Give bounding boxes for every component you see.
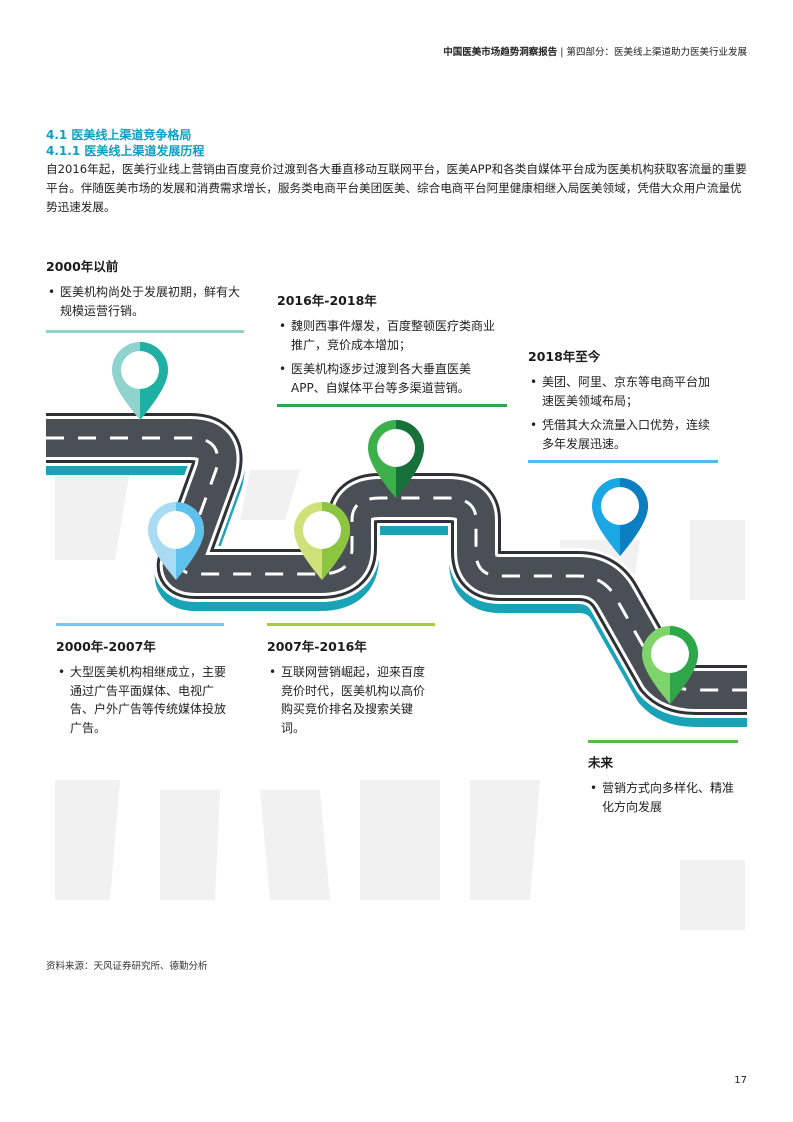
- milestone-period: 2007年-2016年: [267, 639, 367, 654]
- intro-paragraph: 自2016年起，医美行业线上营销由百度竞价过渡到各大垂直移动互联网平台，医美AP…: [46, 162, 747, 214]
- milestone-point: 医美机构逐步过渡到各大垂直医美APP、自媒体平台等多渠道营销。: [277, 360, 505, 397]
- milestone-point: 美团、阿里、京东等电商平台加速医美领域布局；: [528, 373, 718, 410]
- pin-2018-now: [592, 478, 648, 556]
- milestone-point: 大型医美机构相继成立，主要通过广告平面媒体、电视广告、户外广告等传统媒体投放广告…: [56, 663, 226, 737]
- milestone-bar-2018-now: [528, 460, 718, 463]
- report-title: 中国医美市场趋势洞察报告: [443, 47, 558, 58]
- header-section: 第四部分：医美线上渠道助力医美行业发展: [566, 47, 747, 58]
- source-note: 资料来源：天风证券研究所、德勤分析: [46, 961, 208, 972]
- milestone-period: 2000年-2007年: [56, 639, 156, 654]
- milestone-bar-2007-2016: [267, 623, 435, 626]
- milestone-period: 2018年至今: [528, 349, 601, 364]
- milestone-bar-2000-before: [46, 330, 244, 333]
- milestone-point: 互联网营销崛起，迎来百度竞价时代，医美机构以高价购买竞价排名及搜索关键词。: [267, 663, 435, 737]
- milestone-point: 医美机构尚处于发展初期，鲜有大规模运营行销。: [46, 283, 244, 320]
- milestone-period: 未来: [588, 755, 614, 770]
- header-separator: |: [560, 47, 567, 58]
- pin-2000-before: [112, 342, 168, 420]
- pin-2000-2007: [148, 502, 204, 580]
- running-header: 中国医美市场趋势洞察报告 | 第四部分：医美线上渠道助力医美行业发展: [443, 44, 747, 58]
- milestone-future: 未来 营销方式向多样化、精准化方向发展: [588, 746, 740, 838]
- milestone-period: 2016年-2018年: [277, 293, 377, 308]
- milestone-point: 营销方式向多样化、精准化方向发展: [588, 779, 740, 816]
- milestone-point: 魏则西事件爆发，百度整顿医疗类商业推广，竞价成本增加；: [277, 317, 505, 354]
- milestone-2007-2016: 2007年-2016年 互联网营销崛起，迎来百度竞价时代，医美机构以高价购买竞价…: [267, 630, 435, 750]
- milestone-bar-future: [588, 740, 738, 743]
- milestone-2016-2018: 2016年-2018年 魏则西事件爆发，百度整顿医疗类商业推广，竞价成本增加； …: [277, 286, 505, 402]
- milestone-2018-now: 2018年至今 美团、阿里、京东等电商平台加速医美领域布局； 凭借其大众流量入口…: [528, 342, 718, 458]
- subsection-title: 4.1.1 医美线上渠道发展历程: [46, 144, 205, 158]
- pin-2007-2016: [294, 502, 350, 580]
- milestone-2000-before: 2000年以前 医美机构尚处于发展初期，鲜有大规模运营行销。: [46, 256, 244, 326]
- pin-future: [642, 626, 698, 704]
- milestone-period: 2000年以前: [46, 259, 119, 274]
- milestone-bar-2016-2018: [277, 404, 507, 407]
- milestone-2000-2007: 2000年-2007年 大型医美机构相继成立，主要通过广告平面媒体、电视广告、户…: [56, 630, 226, 750]
- page-number: 17: [734, 1075, 747, 1086]
- milestone-bar-2000-2007: [56, 623, 224, 626]
- section-title: 4.1 医美线上渠道竞争格局: [46, 128, 192, 142]
- pin-2016-2018: [368, 420, 424, 498]
- milestone-point: 凭借其大众流量入口优势，连续多年发展迅速。: [528, 416, 718, 453]
